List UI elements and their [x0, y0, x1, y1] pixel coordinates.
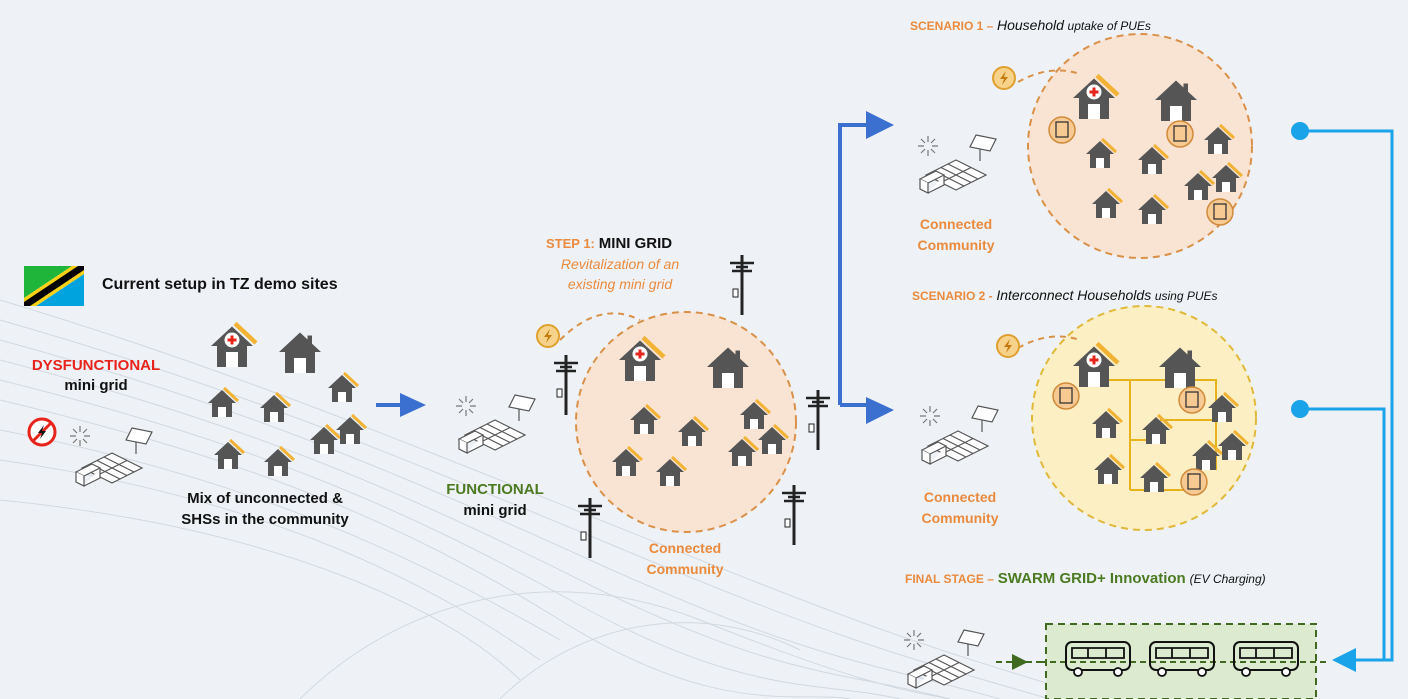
step1-subtitle-line2: existing mini grid: [567, 276, 673, 292]
power-pole-icon: [804, 388, 832, 452]
scenario2-desc-b: using PUEs: [1154, 289, 1218, 303]
scenario1-community-line2: Community: [917, 237, 995, 253]
power-pole-icon: [728, 253, 756, 317]
functional-sub-label: mini grid: [463, 502, 527, 519]
solar-panel-icon: [919, 134, 997, 194]
lightning-icon: [536, 324, 560, 348]
functional-label: FUNCTIONAL: [446, 481, 544, 498]
solar-panel-icon: [907, 629, 985, 689]
lightning-icon: [992, 66, 1016, 90]
step1-community-line2: Community: [646, 561, 724, 577]
scenario2-community-line1: Connected: [923, 489, 997, 505]
scenario1-community-line1: Connected: [919, 216, 993, 232]
left-caption-line1: Mix of unconnected &: [187, 490, 343, 507]
step1-prefix: STEP 1:: [546, 236, 595, 251]
fridge-icon: [1052, 382, 1080, 410]
solar-panel-icon: [75, 427, 153, 487]
left-caption-line2: SHSs in the community: [181, 511, 349, 528]
step1-main: MINI GRID: [598, 235, 673, 252]
solar-panel-icon: [458, 394, 536, 454]
sewing-machine-icon: [1206, 198, 1234, 226]
legend-label: Current setup in TZ demo sites: [102, 276, 338, 293]
dysfunctional-label: DYSFUNCTIONAL: [31, 357, 161, 374]
ev-icon: [1178, 386, 1206, 414]
scenario2-title: SCENARIO 2 - Interconnect Households usi…: [912, 287, 1218, 304]
final-prefix: FINAL STAGE –: [905, 572, 994, 586]
scenario1-desc-a: Household: [996, 17, 1064, 33]
scenario2-connector-dot: [1291, 400, 1309, 418]
scenario2-community-line2: Community: [921, 510, 999, 526]
scenario1-title: SCENARIO 1 – Household uptake of PUEs: [910, 17, 1151, 34]
final-note: (EV Charging): [1189, 572, 1266, 586]
scenario1-desc-b: uptake of PUEs: [1067, 19, 1151, 33]
step1-subtitle-line1: Revitalization of an: [560, 256, 680, 272]
ev-connector: [1300, 129, 1394, 662]
solar-panel-icon: [921, 405, 999, 465]
ev-connector-arrowhead: [1332, 648, 1356, 672]
power-pole-icon: [552, 353, 580, 417]
step1-title: STEP 1: MINI GRID: [546, 235, 672, 252]
dysfunctional-sub-label: mini grid: [64, 377, 128, 394]
scenario2-desc-a: Interconnect Households: [996, 287, 1152, 303]
lightning-icon: [996, 334, 1020, 358]
ev-icon: [1166, 120, 1194, 148]
step1-community-line1: Connected: [648, 540, 722, 556]
final-main: SWARM GRID+ Innovation: [997, 570, 1186, 587]
power-pole-icon: [576, 496, 604, 560]
fridge-icon: [1048, 116, 1076, 144]
interconnect-lines: [1090, 379, 1217, 491]
scenario1-prefix: SCENARIO 1 –: [910, 19, 994, 33]
scenario1-connector-dot: [1291, 122, 1309, 140]
spark-icon: [69, 425, 91, 447]
flow-arrows: [376, 111, 894, 424]
scenario2-prefix: SCENARIO 2 -: [912, 289, 993, 303]
tanzania-flag: [24, 266, 84, 306]
power-pole-icon: [780, 483, 808, 547]
final-stage-title: FINAL STAGE – SWARM GRID+ Innovation (EV…: [905, 570, 1266, 587]
sewing-machine-icon: [1180, 468, 1208, 496]
background-lines: [0, 299, 1101, 699]
no-power-icon: [27, 417, 57, 447]
